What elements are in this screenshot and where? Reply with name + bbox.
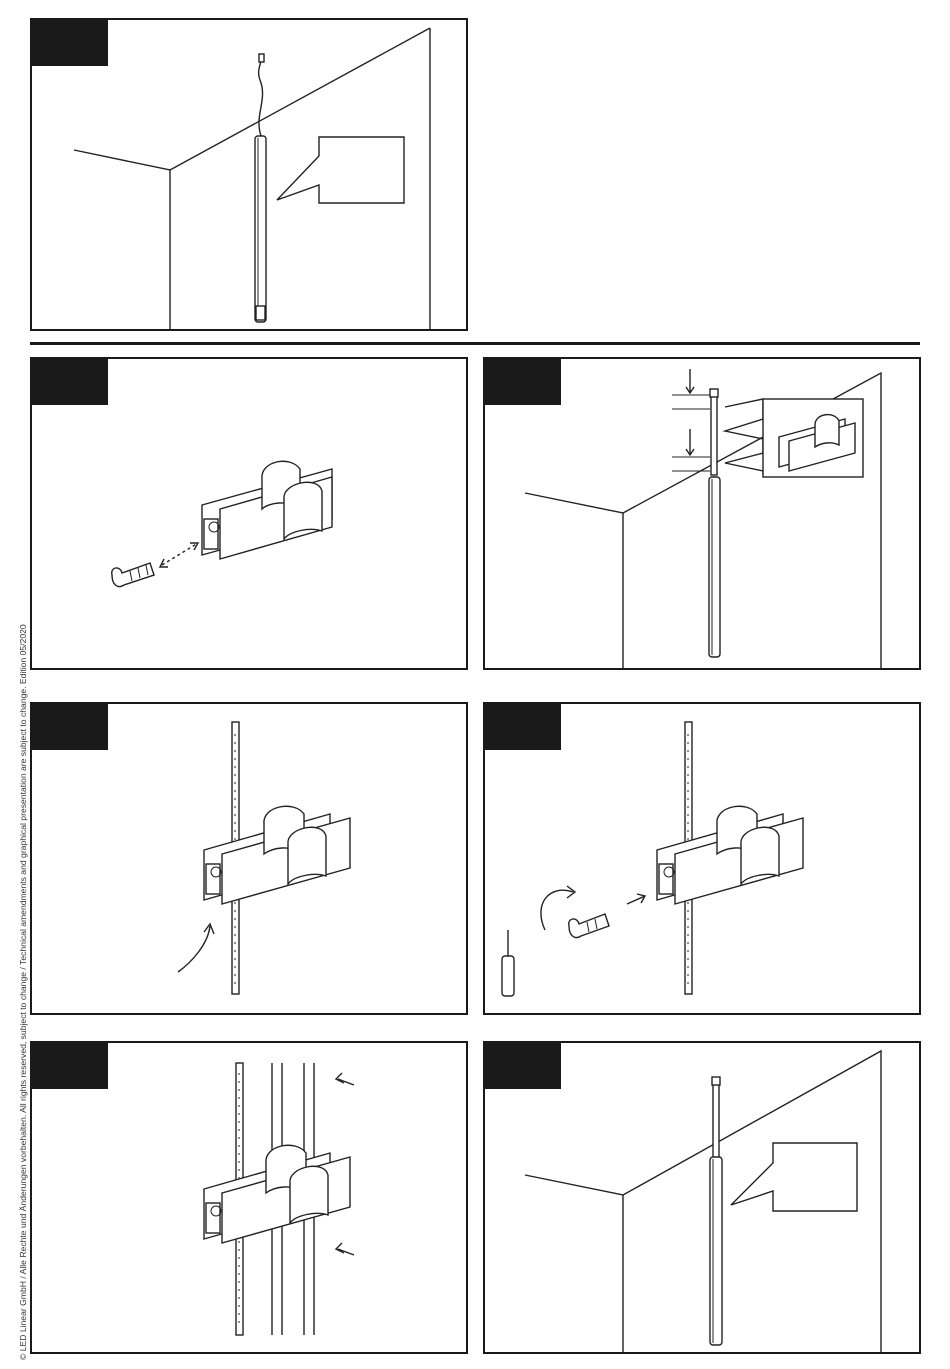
step-3-illustration: [485, 359, 921, 670]
step-4-panel: [30, 702, 468, 1015]
step-3-panel: [483, 357, 921, 670]
step-5-illustration: [485, 704, 921, 1015]
copyright-footer: © LED Linear GmbH / Alle Rechte und Ände…: [18, 670, 28, 1360]
step-7-illustration: [485, 1043, 921, 1354]
step-1-illustration: [32, 20, 468, 331]
step-2-panel: [30, 357, 468, 670]
step-2-illustration: [32, 359, 468, 670]
step-6-illustration: [32, 1043, 468, 1354]
step-5-panel: [483, 702, 921, 1015]
step-7-panel: [483, 1041, 921, 1354]
step-6-panel: [30, 1041, 468, 1354]
section-divider: [30, 342, 920, 345]
step-1-panel: [30, 18, 468, 331]
step-4-illustration: [32, 704, 468, 1015]
